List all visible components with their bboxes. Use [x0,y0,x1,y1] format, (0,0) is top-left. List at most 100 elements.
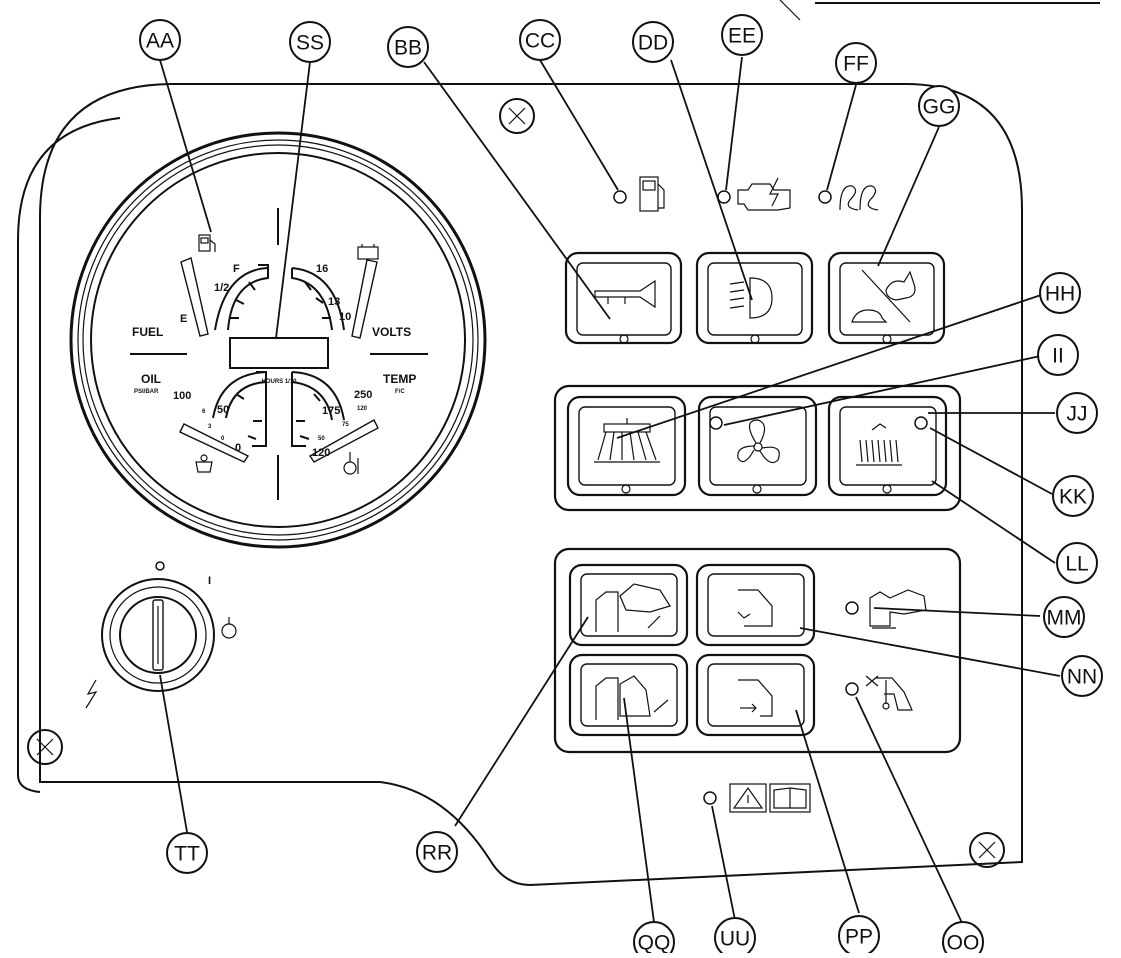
fuel-label: FUEL [132,325,163,339]
horn-switch[interactable] [564,251,683,345]
callout-label: EE [728,25,756,48]
door-close-icon [738,679,773,717]
water-spray-icon [856,423,902,466]
callout-label: FF [843,53,869,76]
oil-sub-label: PSI/BAR [134,389,159,395]
hour-meter-window [229,337,329,369]
check-engine-lamp [717,177,791,211]
hopper-raise-switch[interactable] [568,563,689,647]
oil-0: 0 [235,442,241,454]
callout-label: AA [146,30,174,53]
callout-ss: SS [289,21,331,63]
hopper-lower-switch[interactable] [568,653,689,737]
fuel-full: F [233,263,240,275]
water-spray-switch[interactable] [827,395,948,497]
callout-cc: CC [519,19,561,61]
fan-indicator-lamp [709,416,723,430]
operator-manual-icon [769,783,811,813]
temp-250: 250 [354,389,372,401]
callout-label: NN [1067,666,1097,689]
hopper-up-lamp [845,589,927,629]
volts-label: VOLTS [372,325,411,339]
fuel-empty: E [180,313,187,325]
callout-ii: II [1037,334,1079,376]
temp-175: 175 [322,405,340,417]
temp-sub-label: F/C [395,389,405,395]
multi-gauge: HOURS 1/10 F 1/2 E FUEL 16 13 10 VOLTS 1 [69,131,487,549]
oil-100: 100 [173,390,191,402]
fan-icon [737,419,780,464]
temp-label: TEMP [383,372,416,386]
glow-start-icon [221,617,237,639]
key-position-on: I [208,575,211,587]
callout-label: CC [525,30,555,53]
callout-dd: DD [632,21,674,63]
hours-label: HOURS 1/10 [261,379,297,385]
fuel-pump-icon [639,176,665,212]
temp-120: 120 [312,447,330,459]
callout-label: II [1052,345,1064,368]
panel-outline [17,0,1100,887]
mount-screw-right [969,832,1005,868]
oil-needle [179,423,250,463]
callout-label: JJ [1067,403,1088,426]
glow-plug-lamp [818,185,879,211]
volts-ticks [304,281,331,319]
water-spray-indicator-lamp [914,416,928,430]
callout-mm: MM [1043,596,1085,638]
brush-switch[interactable] [566,395,687,497]
callout-label: DD [638,32,668,55]
door-close-switch[interactable] [695,653,816,737]
headlight-icon [729,277,773,319]
temp-c-50: 50 [318,436,325,442]
thermometer-icon [343,452,359,475]
callout-hh: HH [1039,272,1081,314]
volts-needle [351,259,378,339]
oil-50: 50 [217,404,229,416]
fuel-half: 1/2 [214,282,229,294]
callout-label: BB [394,37,422,60]
fuel-ticks [230,281,256,319]
battery-icon [357,244,379,260]
callout-label: MM [1047,607,1082,630]
door-open-icon [737,589,773,627]
leader-lines [159,56,1061,926]
rabbit-turtle-icon [851,269,916,323]
callout-label: RR [422,842,452,865]
callout-label: GG [923,96,956,119]
fan-switch[interactable] [697,395,818,497]
volts-high: 16 [316,263,328,275]
mount-screw-top [499,98,535,134]
callout-label: OO [947,932,980,954]
callout-label: QQ [638,932,671,954]
warning-triangle-icon [729,783,767,813]
mount-screw-left [27,729,63,765]
callout-label: SS [296,32,324,55]
callout-gg: GG [918,85,960,127]
callout-label: HH [1045,283,1075,306]
hopper-door-lamp [845,675,913,711]
callout-jj: JJ [1056,392,1098,434]
door-open-switch[interactable] [695,563,816,647]
speed-range-switch[interactable] [827,251,946,345]
headlight-switch[interactable] [695,251,814,345]
temp-c-120: 120 [357,406,368,412]
callout-nn: NN [1061,655,1103,697]
callout-ll: LL [1056,542,1098,584]
callout-label: TT [174,843,200,866]
callout-bb: BB [387,26,429,68]
temp-c-75: 75 [342,422,349,428]
ignition-key-switch[interactable]: I [85,561,237,709]
hopper-lower-icon [595,675,669,720]
callout-ee: EE [721,14,763,56]
callout-aa: AA [139,19,181,61]
callout-label: PP [845,926,873,949]
callout-label: LL [1065,553,1088,576]
glow-plug-icon [839,185,879,211]
callout-label: KK [1059,486,1087,509]
fuel-pump-icon [198,234,216,252]
warning-lamp [703,783,811,813]
lightning-icon [85,679,98,709]
